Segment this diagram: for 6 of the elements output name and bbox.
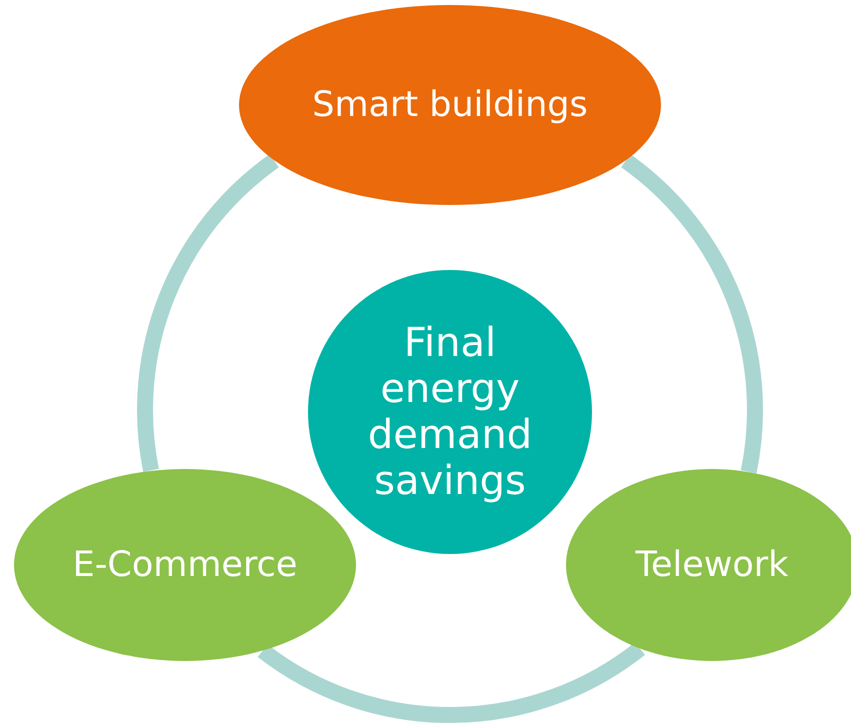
node-label: Telework <box>636 544 788 586</box>
node-label: E-Commerce <box>72 544 298 586</box>
ring-connector <box>620 154 763 473</box>
node-label: Smart buildings <box>312 84 588 126</box>
ring-connector <box>138 154 280 472</box>
node-label: Final energy demand savings <box>366 320 534 504</box>
